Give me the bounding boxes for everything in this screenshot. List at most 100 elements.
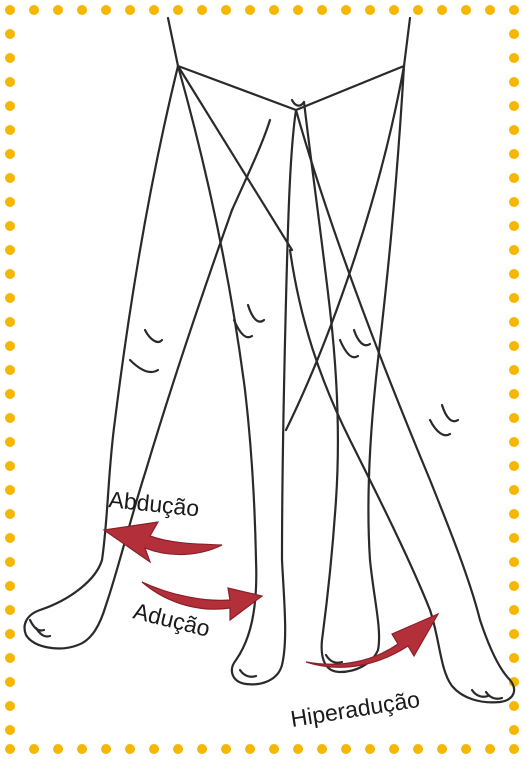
border-dot <box>5 77 15 87</box>
border-dot <box>269 744 279 754</box>
label-hyperadduction: Hiperadução <box>289 686 422 732</box>
border-dot <box>101 5 111 15</box>
border-dot <box>5 221 15 231</box>
border-dot <box>5 269 15 279</box>
border-dot <box>245 744 255 754</box>
border-dot <box>221 5 231 15</box>
border-dot <box>5 293 15 303</box>
border-dot <box>5 197 15 207</box>
border-dot <box>509 725 519 735</box>
leg-hyperadduction <box>286 66 514 702</box>
border-dot <box>5 461 15 471</box>
border-dot <box>341 744 351 754</box>
border-dot <box>509 77 519 87</box>
border-dot <box>5 653 15 663</box>
arrow-hyperadduction <box>306 614 438 667</box>
border-dot <box>509 101 519 111</box>
border-dot <box>509 509 519 519</box>
border-dot <box>245 5 255 15</box>
border-dot <box>269 5 279 15</box>
border-dot <box>5 581 15 591</box>
border-dot <box>5 365 15 375</box>
dotted-border <box>5 5 519 754</box>
border-dot <box>485 5 495 15</box>
border-dot <box>509 701 519 711</box>
border-dot <box>509 245 519 255</box>
border-dot <box>509 629 519 639</box>
border-dot <box>53 744 63 754</box>
border-dot <box>509 125 519 135</box>
border-dot <box>5 245 15 255</box>
border-dot <box>317 744 327 754</box>
border-dot <box>101 744 111 754</box>
border-dot <box>149 5 159 15</box>
border-dot <box>29 744 39 754</box>
border-dot <box>77 5 87 15</box>
border-dot <box>509 653 519 663</box>
border-dot <box>173 744 183 754</box>
border-dot <box>5 173 15 183</box>
border-dot <box>509 485 519 495</box>
border-dot <box>5 533 15 543</box>
border-dot <box>5 509 15 519</box>
border-dot <box>173 5 183 15</box>
border-dot <box>509 197 519 207</box>
motion-arrows <box>104 522 438 667</box>
border-dot <box>509 221 519 231</box>
border-dot <box>509 581 519 591</box>
border-dot <box>5 317 15 327</box>
border-dot <box>317 5 327 15</box>
border-dot <box>389 744 399 754</box>
border-dot <box>5 125 15 135</box>
border-dot <box>509 413 519 423</box>
border-dot <box>197 5 207 15</box>
border-dot <box>5 557 15 567</box>
border-dot <box>509 173 519 183</box>
border-dot <box>509 437 519 447</box>
border-dot <box>485 744 495 754</box>
border-dot <box>5 413 15 423</box>
border-dot <box>509 744 519 754</box>
border-dot <box>29 5 39 15</box>
border-dot <box>5 629 15 639</box>
border-dot <box>125 744 135 754</box>
border-dot <box>509 53 519 63</box>
border-dot <box>509 341 519 351</box>
border-dot <box>509 557 519 567</box>
border-dot <box>293 5 303 15</box>
legs-drawing <box>25 18 515 702</box>
border-dot <box>5 725 15 735</box>
border-dot <box>389 5 399 15</box>
border-dot <box>509 293 519 303</box>
border-dot <box>509 365 519 375</box>
border-dot <box>77 744 87 754</box>
border-dot <box>509 389 519 399</box>
border-dot <box>509 149 519 159</box>
pelvis <box>168 18 410 110</box>
border-dot <box>365 744 375 754</box>
border-dot <box>509 29 519 39</box>
border-dot <box>5 485 15 495</box>
border-dot <box>5 5 15 15</box>
border-dot <box>5 701 15 711</box>
border-dot <box>437 744 447 754</box>
border-dot <box>53 5 63 15</box>
label-abduction: Abdução <box>107 486 200 521</box>
border-dot <box>509 533 519 543</box>
border-dot <box>5 53 15 63</box>
border-dot <box>509 317 519 327</box>
border-dot <box>197 744 207 754</box>
border-dot <box>341 5 351 15</box>
border-dot <box>5 389 15 399</box>
border-dot <box>461 5 471 15</box>
border-dot <box>293 744 303 754</box>
border-dot <box>125 5 135 15</box>
border-dot <box>5 744 15 754</box>
border-dot <box>437 5 447 15</box>
border-dot <box>461 744 471 754</box>
border-dot <box>509 605 519 615</box>
border-dot <box>5 677 15 687</box>
border-dot <box>5 149 15 159</box>
border-dot <box>413 5 423 15</box>
